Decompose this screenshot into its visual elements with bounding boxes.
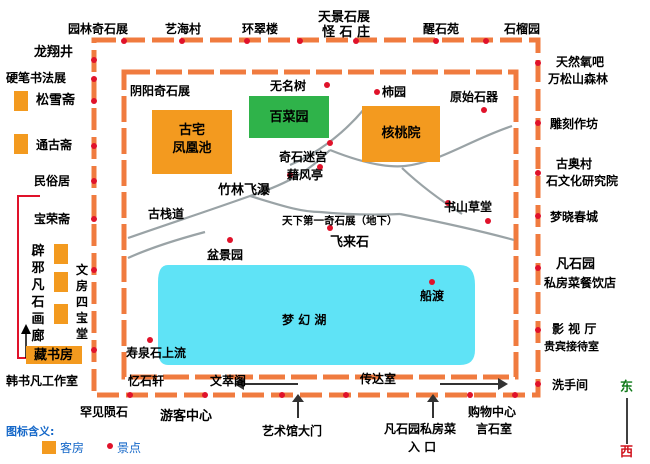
- guzhai-block: [152, 110, 232, 174]
- label-chuandu: 船渡: [420, 289, 445, 303]
- label-shiliu: 石榴园: [504, 22, 541, 36]
- room-gallery-1: [54, 244, 68, 264]
- label-mengxiao: 梦晓春城: [550, 210, 599, 224]
- spot-dots: [91, 38, 541, 449]
- label-jifeng: 藉风亭: [287, 168, 324, 182]
- room-songxue: [14, 91, 28, 111]
- label-gouwu: 购物中心: [468, 405, 517, 419]
- label-yingbi: 硬笔书法展: [6, 71, 67, 85]
- label-guaocun: 古奥村: [556, 157, 593, 171]
- label-shiyuan: 柿园: [382, 85, 407, 99]
- label-shushan: 书山草堂: [444, 200, 493, 214]
- room-gallery-2: [54, 272, 68, 292]
- room-gallery-3: [54, 304, 68, 324]
- label-yingshi: 影 视 厅: [552, 322, 597, 336]
- label-xingshi: 醒石苑: [423, 22, 460, 36]
- label-guzhai: 古宅: [178, 123, 205, 138]
- label-yihai: 艺海村: [165, 22, 202, 36]
- label-diaoke: 雕刻作坊: [550, 117, 599, 131]
- label-feilai: 飞来石: [330, 235, 370, 250]
- label-qishi: 奇石迷宫: [279, 150, 328, 164]
- label-fanshi: 凡石园: [556, 257, 596, 272]
- label-tianjing: 天景石展: [318, 10, 371, 25]
- label-baicai: 百菜园: [269, 110, 309, 125]
- label-yanshi: 言石室: [476, 422, 513, 436]
- label-hetao: 核桃院: [381, 126, 421, 141]
- label-tianxia: 天下第一奇石展（地下）: [282, 215, 398, 227]
- label-hanjian: 罕见陨石: [80, 405, 129, 419]
- label-shiwenhua: 石文化研究院: [546, 174, 619, 188]
- hetao-block: [362, 106, 440, 162]
- label-bixie: 辟邪凡石画廊: [31, 244, 45, 344]
- label-yinyang: 阴阳奇石展: [130, 84, 191, 98]
- label-lake: 梦 幻 湖: [282, 313, 327, 327]
- baicai-block: [249, 96, 329, 138]
- room-cangshu: [26, 346, 82, 364]
- room-tonggu: [14, 134, 28, 154]
- label-guibin: 贵宾接待室: [544, 340, 599, 353]
- label-youke: 游客中心: [160, 409, 213, 424]
- label-minsu: 民俗居: [34, 174, 71, 188]
- label-xishou: 洗手间: [552, 378, 589, 392]
- footpaths: [127, 107, 515, 260]
- label-shouquan: 寿泉石上流: [126, 346, 187, 360]
- label-wenfang: 文房四宝堂: [75, 263, 88, 341]
- label-penjing: 盆景园: [207, 248, 244, 262]
- label-sifang: 私房菜餐饮店: [544, 276, 617, 290]
- label-wencui: 文萃阁: [210, 374, 247, 388]
- label-guaishi: 怪 石 庄: [322, 25, 371, 40]
- label-cangshu: 藏书房: [34, 348, 74, 363]
- label-yishi: 忆石轩: [128, 374, 165, 388]
- label-yishuguan: 艺术馆大门: [262, 424, 323, 438]
- dream-lake: [158, 265, 475, 365]
- compass-east: 东: [620, 380, 634, 395]
- label-baorong: 宝荣斋: [34, 212, 71, 226]
- legend-room-swatch: [42, 441, 56, 454]
- label-huancui: 环翠楼: [242, 22, 279, 36]
- label-yuanlin: 园林奇石展: [68, 22, 129, 36]
- legend-title: 图标含义:: [6, 425, 55, 438]
- compass-west: 西: [620, 445, 634, 460]
- label-rukou: 入 口: [408, 440, 437, 454]
- label-fenghuang: 凤凰池: [172, 141, 212, 156]
- label-fanshiyuan: 凡石园私房菜: [384, 422, 457, 436]
- label-wuming: 无名树: [270, 79, 307, 93]
- label-tonggu: 通古斋: [36, 138, 73, 152]
- inner-road: [121, 69, 519, 380]
- label-songxue: 松雪斋: [36, 93, 76, 108]
- label-chuanda: 传达室: [360, 372, 397, 386]
- label-yuanshi: 原始石器: [450, 90, 499, 104]
- label-zhulin: 竹林飞瀑: [218, 183, 271, 198]
- label-tianran: 天然氧吧: [556, 55, 605, 69]
- legend-room-label: 客房: [60, 441, 85, 455]
- label-longxiang: 龙翔井: [34, 45, 74, 60]
- gallery-arrow-head: [21, 324, 31, 334]
- label-hanshu: 韩书凡工作室: [6, 374, 79, 388]
- legend-spot-label: 景点: [117, 441, 142, 455]
- entrance-arrows: [234, 378, 508, 418]
- label-wansong: 万松山森林: [548, 72, 609, 86]
- label-guzhan: 古栈道: [148, 207, 185, 221]
